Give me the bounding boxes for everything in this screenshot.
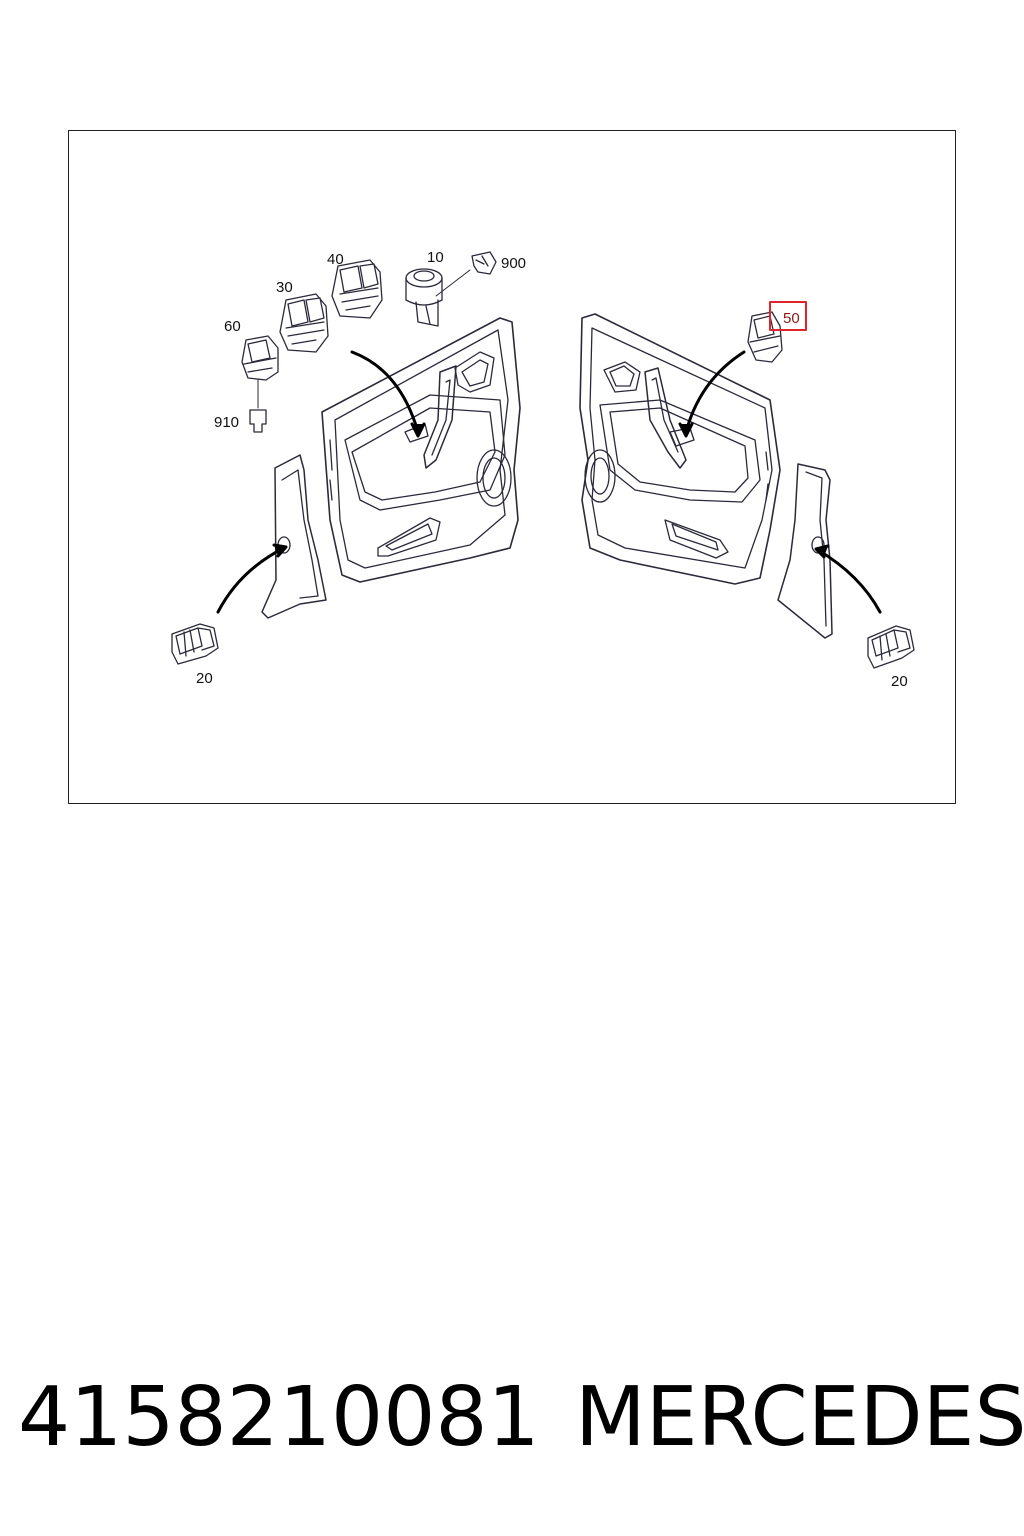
diagram-frame [68, 130, 956, 804]
callout-900: 900 [501, 255, 526, 272]
part-10-component [405, 268, 443, 327]
part-number: 4158210081 [18, 1370, 540, 1465]
callout-60: 60 [224, 318, 241, 335]
callout-50: 50 [783, 310, 800, 327]
left-pillar-trim [261, 454, 327, 619]
callout-40: 40 [327, 251, 344, 268]
footer: 4158210081 MERCEDES [0, 1370, 1024, 1470]
brand-name: MERCEDES [575, 1370, 1024, 1465]
callout-10: 10 [427, 249, 444, 266]
arrows [216, 350, 882, 614]
callout-20-left: 20 [196, 670, 213, 687]
part-40-component [331, 259, 383, 319]
callout-50-highlight-box [769, 301, 807, 331]
part-30-component [279, 293, 329, 353]
callout-20-right: 20 [891, 673, 908, 690]
right-door-panel [579, 313, 781, 585]
part-60-component [241, 335, 279, 409]
part-900-component [435, 251, 497, 297]
callout-30: 30 [276, 279, 293, 296]
part-20-left-component [171, 623, 219, 665]
callout-910: 910 [214, 414, 239, 431]
left-door-panel [321, 317, 521, 583]
part-20-right-component [867, 625, 915, 669]
parts-diagram: 10 900 40 30 60 910 20 20 50 [171, 249, 915, 690]
part-50-component [747, 311, 783, 363]
part-910-component [249, 409, 267, 433]
